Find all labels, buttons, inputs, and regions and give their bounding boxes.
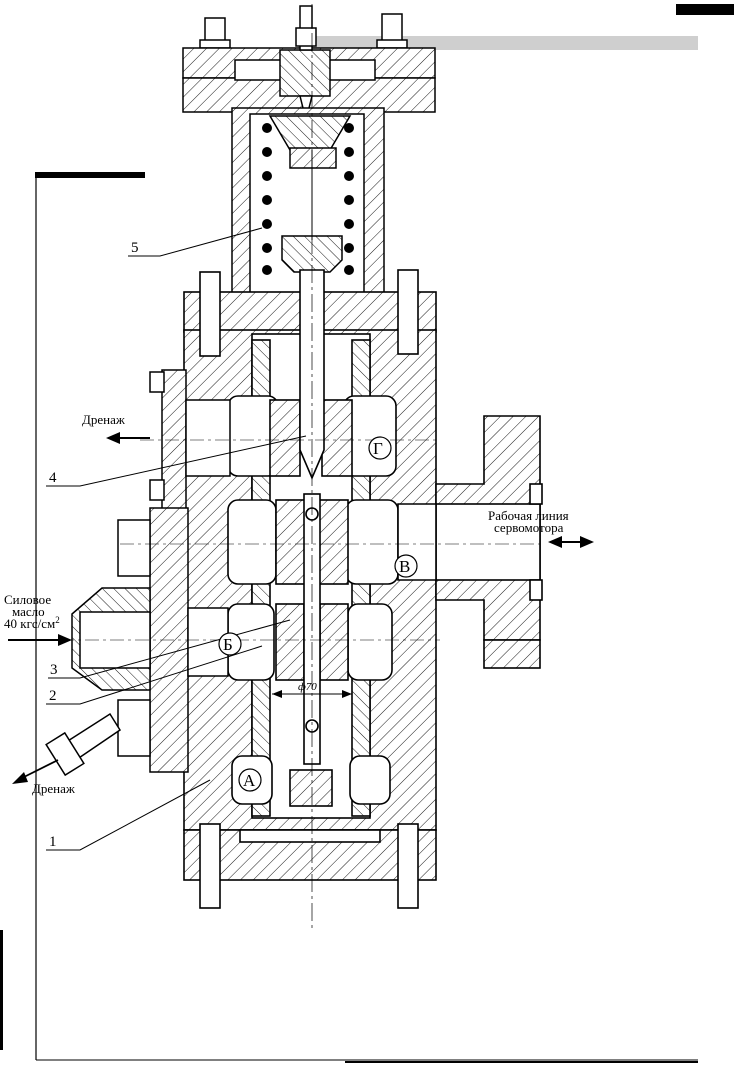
part-number-5: 5 xyxy=(131,240,139,256)
servo-line-label-2: сервомотора xyxy=(494,520,564,535)
power-oil-superscript: 2 xyxy=(55,615,60,625)
right-servo-port xyxy=(397,415,543,669)
chamber-b-label: Б xyxy=(223,635,233,654)
top-cover xyxy=(182,5,436,113)
drain-bottom-arrow xyxy=(12,759,59,784)
dimension-line xyxy=(272,690,352,698)
left-pressure-inlet xyxy=(45,507,229,777)
servo-bidirectional-arrow xyxy=(548,536,594,548)
chamber-markers xyxy=(218,436,418,792)
part-number-3: 3 xyxy=(50,662,58,678)
valve-body xyxy=(183,269,437,909)
power-oil-label-3: 40 кгс/см2 xyxy=(4,615,60,631)
chamber-a-label: А xyxy=(243,771,256,790)
spring-coils xyxy=(262,123,354,275)
drain-top-label: Дренаж xyxy=(82,412,126,427)
power-oil-arrow xyxy=(8,634,72,646)
power-oil-label-2: масло xyxy=(12,604,45,619)
part-number-4: 4 xyxy=(49,470,57,486)
part-number-1: 1 xyxy=(49,834,57,850)
part-number-2: 2 xyxy=(49,688,57,704)
power-oil-label-1: Силовое xyxy=(4,592,51,607)
drain-bottom-label: Дренаж xyxy=(32,781,76,796)
drain-top-arrow xyxy=(106,432,150,444)
chamber-g-label: Г xyxy=(373,439,383,458)
chamber-v-label: В xyxy=(399,557,410,576)
dimension-label: ф70 xyxy=(298,681,317,693)
servo-line-label-1: Рабочая линия xyxy=(488,508,569,523)
